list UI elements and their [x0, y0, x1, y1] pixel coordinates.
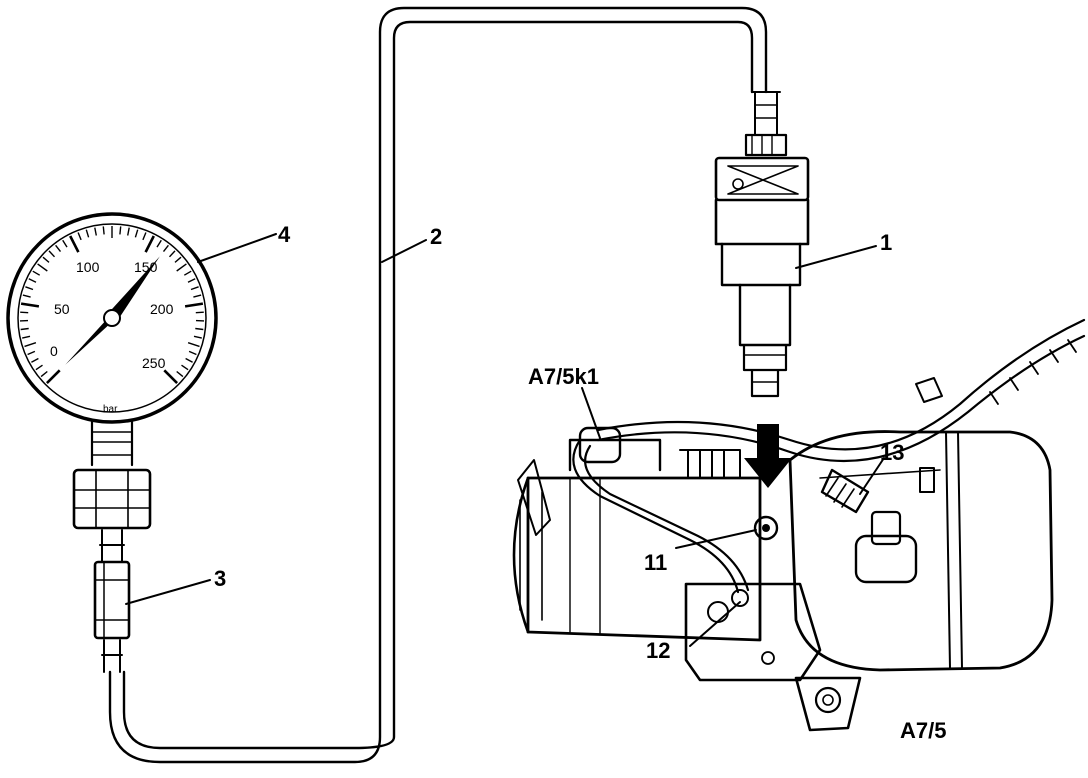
gauge-tick	[77, 232, 82, 241]
gauge-tick	[48, 250, 56, 258]
pressure-gauge: 0 50 100 150 200 250 bar	[6, 212, 218, 424]
gauge-tick	[162, 244, 169, 253]
callout-a75: A7/5	[900, 718, 946, 743]
callout-13: 13	[880, 440, 904, 465]
gauge-tick	[184, 302, 204, 308]
gauge-tick	[94, 227, 97, 236]
gauge-hub	[103, 309, 121, 327]
gauge-tick	[37, 263, 48, 272]
bolt-11	[753, 515, 779, 541]
gauge-tick	[142, 232, 147, 241]
gauge-tick	[42, 256, 50, 263]
test-port-arrow	[744, 424, 792, 488]
gauge-tick	[193, 335, 202, 339]
callout-1: 1	[880, 230, 892, 255]
leader-1	[795, 245, 877, 269]
callout-2: 2	[430, 224, 442, 249]
gauge-tick	[188, 350, 197, 356]
leader-a75k1	[581, 387, 601, 439]
test-connection-fitting	[714, 91, 810, 398]
relay-component	[578, 426, 622, 464]
leader-4	[197, 233, 277, 263]
gauge-tick	[28, 278, 37, 283]
gauge-tick	[185, 357, 193, 363]
gauge-tick	[40, 370, 48, 378]
gauge-tick	[168, 250, 176, 258]
gauge-unit: bar	[103, 404, 118, 415]
gauge-tick	[85, 229, 90, 238]
gauge-tick	[20, 302, 40, 308]
adapter-fitting	[93, 560, 131, 640]
callout-3: 3	[214, 566, 226, 591]
gauge-label-0: 0	[50, 343, 58, 359]
gauge-tick	[24, 342, 37, 348]
gauge-tick	[183, 270, 192, 276]
gauge-tick	[174, 256, 182, 263]
leader-11	[675, 529, 757, 549]
leader-13	[859, 457, 885, 495]
gauge-tick	[102, 226, 105, 235]
gauge-label-150: 150	[134, 259, 158, 275]
gauge-tick	[62, 239, 68, 248]
gauge-tick	[27, 350, 36, 356]
gauge-tick	[22, 335, 31, 339]
callout-a75k1: A7/5k1	[528, 364, 599, 389]
gauge-tick	[190, 286, 199, 291]
hydraulic-unit	[512, 318, 1086, 732]
gauge-tick	[22, 294, 31, 298]
callout-12: 12	[646, 638, 670, 663]
gauge-tick	[181, 364, 189, 371]
leader-lines	[125, 233, 885, 647]
gauge-tick	[163, 369, 179, 385]
gauge-fittings	[72, 418, 152, 673]
gauge-tick	[156, 239, 162, 248]
gauge-tick	[31, 357, 39, 363]
hose-line	[108, 6, 768, 764]
gauge-tick	[32, 270, 41, 276]
gauge-needle-tail	[65, 316, 115, 365]
gauge-label-250: 250	[142, 355, 166, 371]
gauge-label-200: 200	[150, 301, 174, 317]
leader-3	[125, 579, 211, 605]
leader-2	[381, 239, 427, 263]
leader-12	[689, 601, 741, 647]
gauge-tick	[45, 369, 61, 385]
gauge-tick	[119, 226, 122, 235]
gauge-label-50: 50	[54, 301, 70, 317]
gauge-tick	[134, 229, 139, 238]
gauge-needle	[105, 256, 160, 326]
gauge-tick	[144, 235, 155, 253]
gauge-tick	[187, 342, 200, 348]
gauge-tick	[127, 227, 130, 236]
gauge-tick	[176, 370, 184, 378]
gauge-tick	[187, 278, 196, 283]
gauge-tick	[195, 311, 204, 314]
gauge-tick	[25, 286, 34, 291]
callout-4: 4	[278, 222, 291, 247]
gauge-tick	[55, 244, 62, 253]
gauge-tick	[35, 364, 43, 371]
gauge-tick	[193, 294, 202, 298]
gauge-tick	[195, 327, 204, 331]
callout-11: 11	[644, 550, 667, 575]
gauge-tick	[176, 263, 187, 272]
gauge-label-100: 100	[76, 259, 100, 275]
gauge-tick	[69, 235, 80, 253]
gauge-tick	[20, 327, 29, 331]
gauge-tick	[20, 311, 29, 314]
gauge-scale-ticks	[19, 226, 205, 385]
